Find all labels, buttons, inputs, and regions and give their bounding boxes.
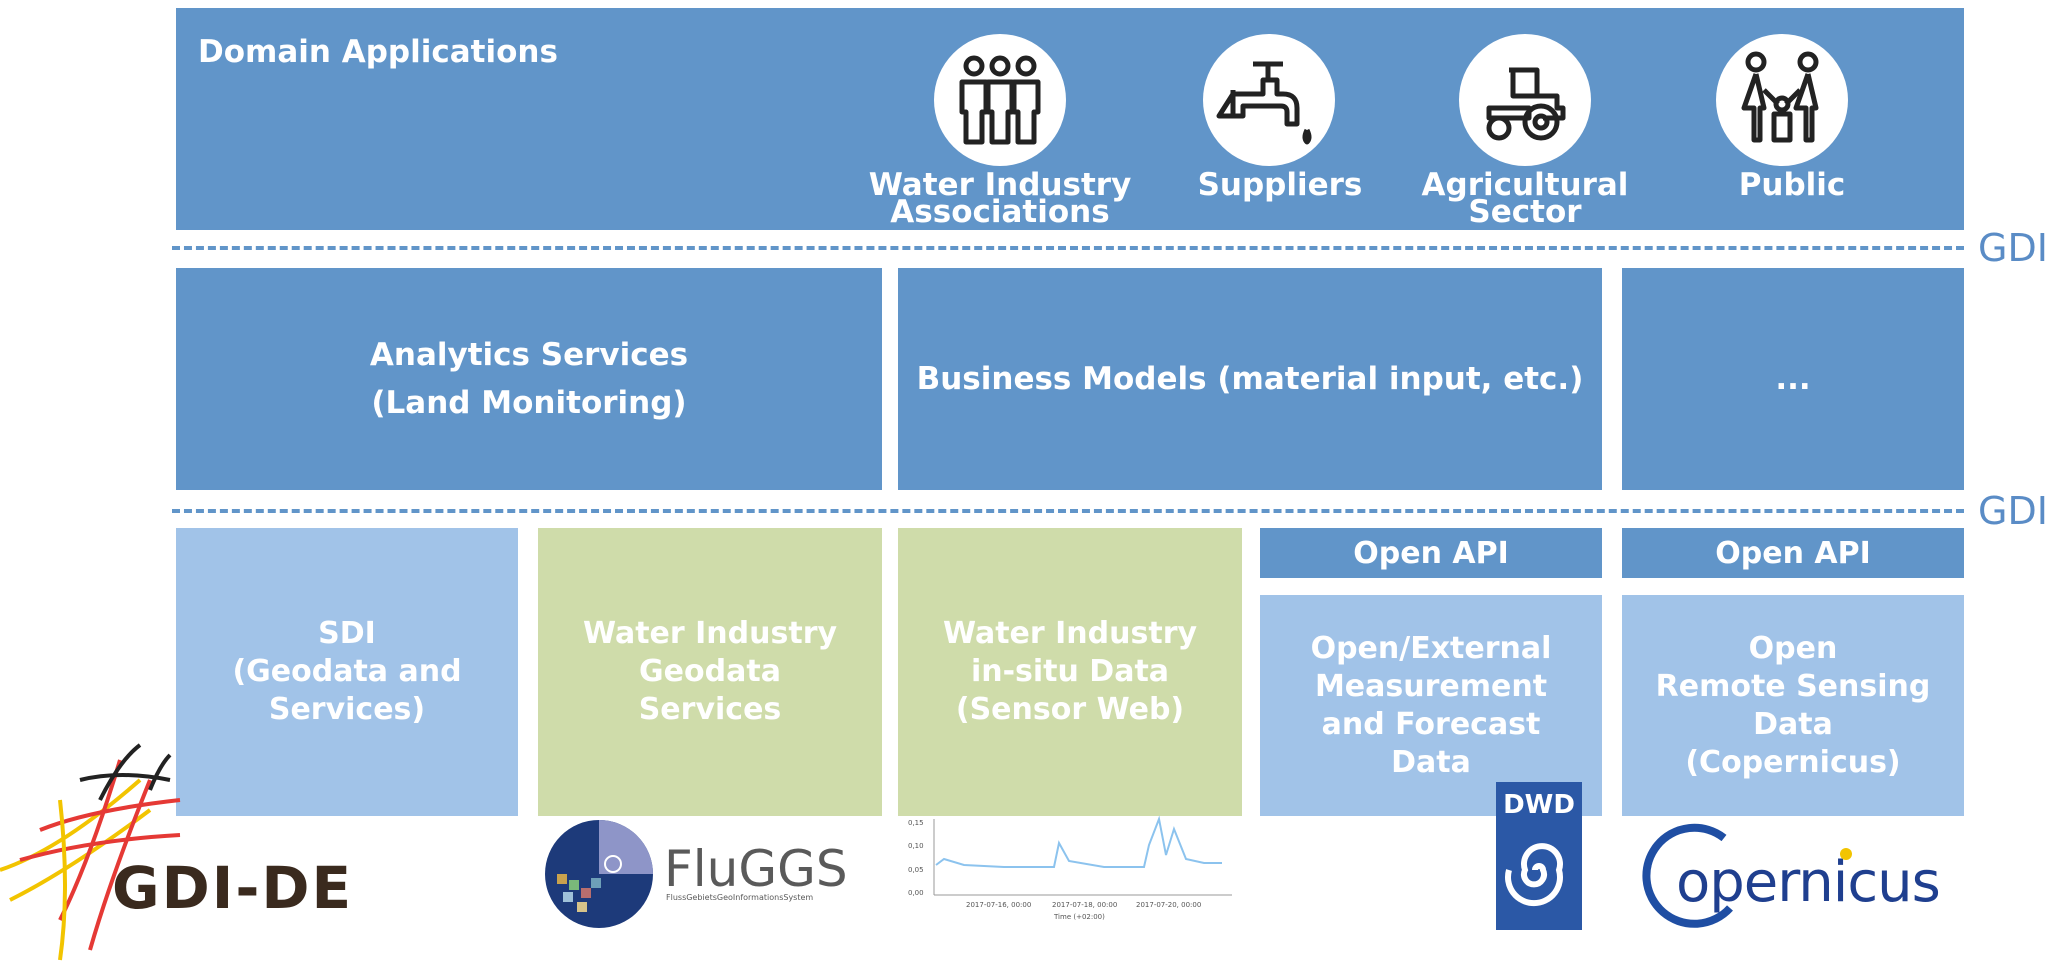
dwd-logo: DWD [1496,782,1582,930]
family-icon [1716,34,1848,166]
gdi-de-logo-graphic [0,743,181,961]
open-api-box-1: Open API [1260,528,1602,578]
more-services-box: ... [1622,268,1964,490]
x-tick-0: 2017-07-16, 00:00 [966,901,1031,909]
gdi-label-bottom: GDI [1978,489,2048,533]
water-industry-insitu-box: Water Industry in-situ Data (Sensor Web) [898,528,1242,816]
gdi-de-logo-text: GDI-DE [112,854,354,922]
tractor-icon [1459,34,1591,166]
y-tick-2: 0,05 [908,866,924,874]
domain-applications-title: Domain Applications [198,34,558,70]
copernicus-logo-text: opernicus [1676,850,1941,915]
domain-applications-panel [176,8,1964,230]
dwd-swirl-icon [1505,843,1563,907]
water-tap-icon [1203,34,1335,166]
fluggs-logo-graphic [545,820,653,928]
business-models-box: Business Models (material input, etc.) [898,268,1602,490]
fluggs-logo-text: FluGGS [664,840,848,898]
copernicus-logo-dot [1840,848,1852,860]
y-tick-1: 0,10 [908,842,924,850]
stakeholder-public: Public [1738,167,1846,203]
gdi-label-top: GDI [1978,226,2048,270]
x-tick-2: 2017-07-20, 00:00 [1136,901,1201,909]
sensor-timeseries-chart: 0,15 0,10 0,05 0,00 2017-07-16, 00:00 20… [908,815,1232,921]
y-tick-3: 0,00 [908,889,924,897]
open-api-box-2: Open API [1622,528,1964,578]
gdi-separator-top [172,246,1964,250]
x-tick-1: 2017-07-18, 00:00 [1052,901,1117,909]
sdi-box: SDI (Geodata and Services) [176,528,518,816]
gdi-separator-bottom [172,509,1964,513]
dwd-logo-text: DWD [1503,790,1575,820]
x-axis-label: Time (+02:00) [1053,913,1105,921]
analytics-services-box: Analytics Services (Land Monitoring) [176,268,882,490]
people-group-icon [934,34,1066,166]
stakeholder-water-industry-associations: Water Industry Associations [868,167,1132,230]
water-industry-geodata-box: Water Industry Geodata Services [538,528,882,816]
copernicus-logo-arc [1642,823,1733,928]
y-tick-0: 0,15 [908,819,924,827]
stakeholder-suppliers: Suppliers [1197,167,1363,203]
remote-sensing-data-box: Open Remote Sensing Data (Copernicus) [1622,595,1964,816]
stakeholder-agricultural-sector: Agricultural Sector [1421,167,1629,230]
fluggs-logo-subtitle: FlussGebietsGeoInformationsSystem [666,893,814,902]
sensor-series-line [935,815,1222,868]
open-external-data-box: Open/External Measurement and Forecast D… [1260,595,1602,816]
